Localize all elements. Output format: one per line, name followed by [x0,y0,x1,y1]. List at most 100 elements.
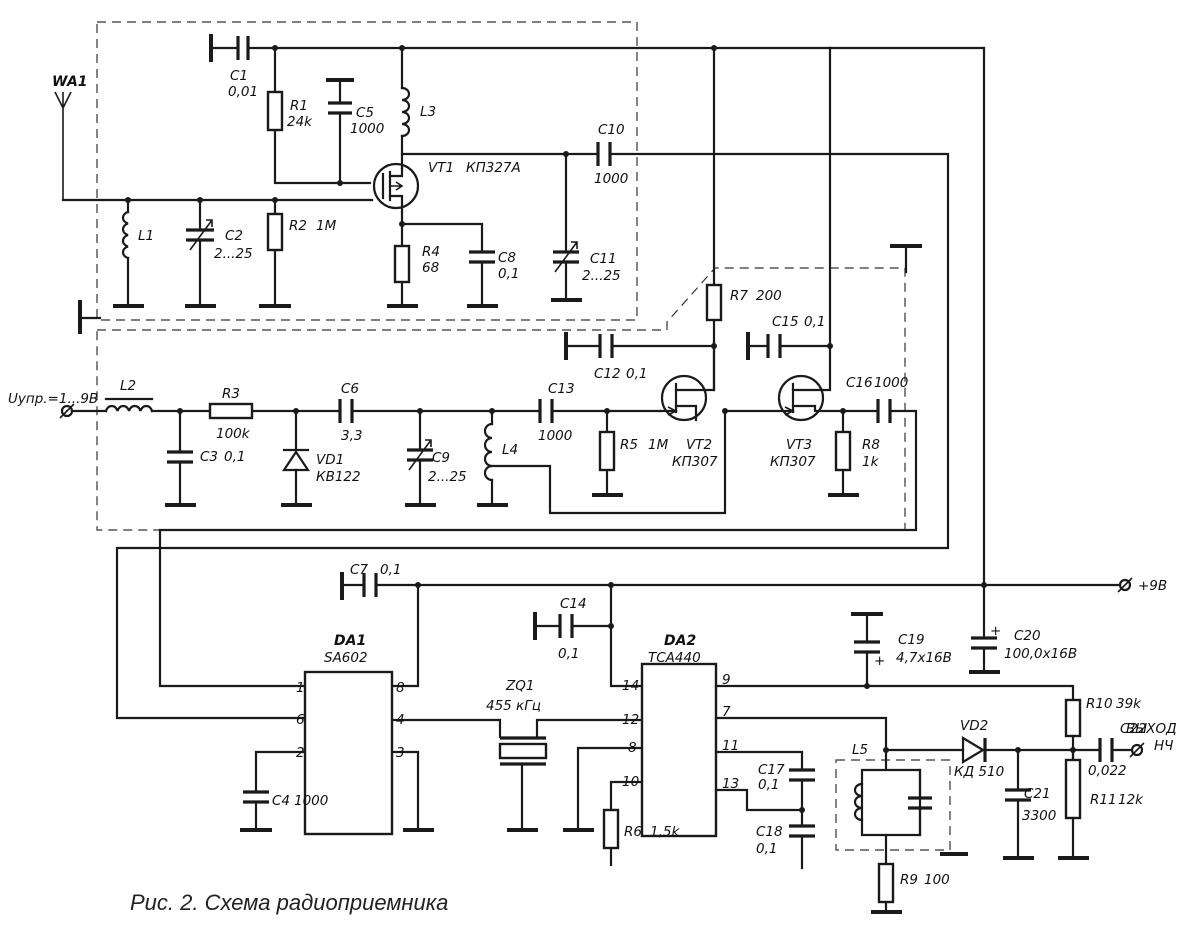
label-r6-value: 1,5k [650,824,680,840]
ground-left [78,300,102,334]
capacitor-c12 [564,332,716,360]
inductor-l5 [853,748,932,866]
pin-da2-7: 7 [722,704,731,720]
label-c20-plus: + [874,653,885,669]
label-wa1: WA1 [52,74,88,90]
ic-da2 [640,662,718,838]
label-vd1-value: КВ122 [316,469,361,485]
pin-da1-2: 2 [296,745,305,761]
label-supply: +9В [1138,578,1167,594]
ic-da1 [303,670,394,836]
label-c1-value: 0,01 [228,84,258,100]
resistor-r7 [705,46,723,392]
label-c4: C4 [272,793,290,809]
label-da1: DA1 [334,633,366,649]
junction-dots [125,45,1076,813]
capacitor-c21 [1003,748,1034,860]
label-c21: C21 [1024,786,1051,802]
label-c19: C19 [898,632,925,648]
label-c5: C5 [356,105,374,121]
label-r8: R8 [862,437,880,453]
pin-da2-8: 8 [628,740,637,756]
trimmer-c11 [551,152,582,302]
label-zq1: ZQ1 [505,678,534,694]
label-c20-value: 100,0x16В [1004,646,1077,662]
label-c13-value: 1000 [538,428,572,444]
label-c9-value: 2...25 [428,469,467,485]
resistor-r11 [1058,748,1089,860]
transistor-vt2 [658,340,716,422]
label-vt3: VT3 [786,437,812,453]
resistor-r1 [266,46,372,185]
ceramic-filter-zq1 [498,718,644,832]
label-c17: C17 [758,762,785,778]
label-vt2: VT2 [686,437,712,453]
oscillator-module-outline [96,267,906,531]
label-r11: R11 [1090,792,1117,808]
capacitor-c20 [969,583,1000,674]
inductor-l2 [104,397,154,413]
figure-caption: Рис. 2. Схема радиоприемника [130,890,448,915]
label-c2: C2 [225,228,243,244]
label-c20: C20 [1014,628,1041,644]
label-da2: DA2 [664,633,696,649]
label-c2-value: 2...25 [214,246,253,262]
label-r1-value: 24k [287,114,313,130]
resistor-r2 [259,198,291,308]
capacitor-c18 [789,808,815,870]
label-vt3-value: КП307 [770,454,816,470]
label-c17-value: 0,1 [758,777,779,793]
label-r2-value: 1M [316,218,337,234]
varicap-vd1 [281,409,312,507]
label-vt2-value: КП307 [672,454,718,470]
label-c18: C18 [756,824,783,840]
label-c11: C11 [590,251,617,267]
label-r1: R1 [290,98,308,114]
label-r5-value: 1M [648,437,669,453]
pin-da1-3: 3 [396,745,405,761]
label-c11-value: 2...25 [582,268,621,284]
label-c16-value: 1000 [874,375,908,391]
pin-da2-10: 10 [622,774,639,790]
label-l1: L1 [138,228,154,244]
label-c20-plus-mark: + [990,623,1001,639]
resistor-r3 [208,402,254,420]
label-c22: C22 [1120,721,1147,737]
trimmer-c2 [185,198,216,308]
label-c10: C10 [598,122,625,138]
label-r6: R6 [624,824,642,840]
label-c9: C9 [432,450,450,466]
label-r10: R10 [1086,696,1113,712]
label-c19-value: 4,7x16В [896,650,952,666]
label-l4: L4 [502,442,518,458]
label-r7: R7 [730,288,748,304]
capacitor-c7 [340,572,378,600]
label-l2: L2 [120,378,136,394]
output-terminal[interactable] [1129,742,1145,758]
label-c16: C16 [846,375,873,391]
label-zq1-value: 455 кГц [486,698,541,714]
capacitor-c5 [326,78,354,185]
label-c10-value: 1000 [594,171,628,187]
label-r9-value: 100 [924,872,950,888]
label-c5-value: 1000 [350,121,384,137]
capacitor-c19 [851,612,883,688]
label-r8-value: 1k [862,454,880,470]
label-vt1-value: КП327А [466,160,521,176]
label-r4: R4 [422,244,440,260]
label-c12: C12 [594,366,621,382]
label-c14-value: 0,1 [558,646,579,662]
label-r3: R3 [222,386,240,402]
pin-da1-4: 4 [396,712,405,728]
label-control-voltage: Uупр.=1...9В [8,391,98,407]
transistor-vt3 [158,46,918,688]
diode-vd2 [961,736,1134,764]
resistor-r9 [871,862,902,914]
resistor-r8 [828,409,859,497]
capacitor-c22 [1098,738,1114,762]
supply-terminal[interactable] [1117,577,1133,593]
label-r9: R9 [900,872,918,888]
capacitor-c15 [746,332,832,360]
label-output-1: ВЫХОД [1126,721,1177,737]
